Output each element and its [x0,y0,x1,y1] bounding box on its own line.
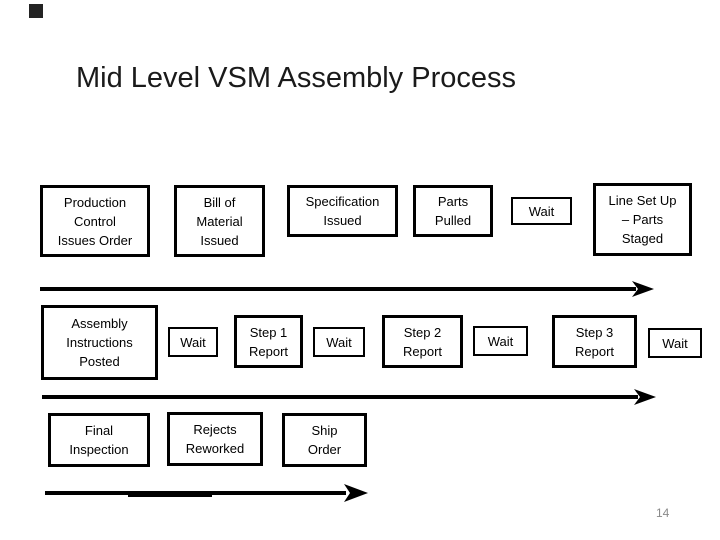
vsm-box-wait-4-row2: Wait [648,328,702,358]
flow-arrow-row1 [40,281,654,297]
vsm-box-wait-2-row2: Wait [313,327,365,357]
slide-title: Mid Level VSM Assembly Process [76,62,516,94]
vsm-box-wait-3-row2: Wait [473,326,528,356]
vsm-box-bill-of-material-issued: Bill of Material Issued [174,185,265,257]
vsm-box-assembly-instructions-posted: Assembly Instructions Posted [41,305,158,380]
vsm-box-step2-report: Step 2 Report [382,315,463,368]
vsm-box-wait-row1: Wait [511,197,572,225]
page-number: 14 [656,506,670,520]
flow-arrow-row2 [42,389,656,405]
vsm-box-final-inspection: Final Inspection [48,413,150,467]
flow-arrow-row3-overlap-line [128,494,212,497]
slide-corner-square [29,4,43,18]
vsm-box-production-control-issues-order: Production Control Issues Order [40,185,150,257]
vsm-box-step1-report: Step 1 Report [234,315,303,368]
vsm-box-rejects-reworked: Rejects Reworked [167,412,263,466]
flow-arrow-row3 [45,484,368,502]
vsm-box-ship-order: Ship Order [282,413,367,467]
vsm-box-parts-pulled: Parts Pulled [413,185,493,237]
vsm-box-specification-issued: Specification Issued [287,185,398,237]
vsm-box-line-set-up-parts-staged: Line Set Up – Parts Staged [593,183,692,256]
vsm-box-wait-1-row2: Wait [168,327,218,357]
vsm-box-step3-report: Step 3 Report [552,315,637,368]
